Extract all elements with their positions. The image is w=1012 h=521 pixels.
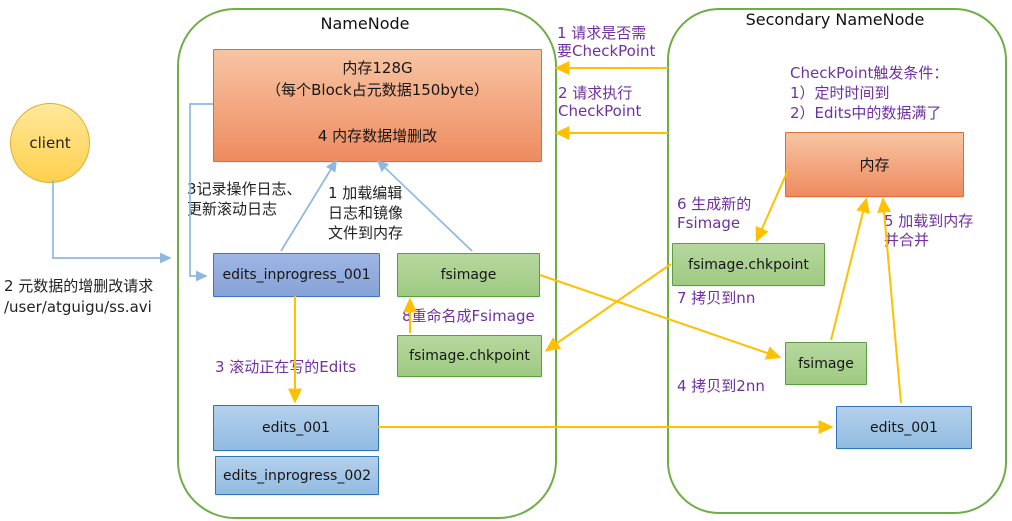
- client-request-line2: /user/atguigu/ss.avi: [4, 298, 152, 316]
- nn-fsimage-box: fsimage: [397, 253, 540, 297]
- nn-edits-inprogress-001-box: edits_inprogress_001: [213, 253, 380, 297]
- snn-fsimage-box: fsimage: [785, 342, 867, 385]
- nn-edits-001-box: edits_001: [213, 405, 379, 451]
- namenode-memory-line1: 内存128G: [342, 59, 413, 77]
- note-generate-fsimage: 6 生成新的 Fsimage: [677, 195, 751, 233]
- label-request-checkpoint-line1: 1 请求是否需: [557, 24, 647, 42]
- note-load-to-memory: 1 加载编辑 日志和镜像 文件到内存: [328, 183, 403, 243]
- namenode-title: NameNode: [320, 14, 410, 33]
- namenode-memory-box: 内存128G （每个Block占元数据150byte） 4 内存数据增删改: [213, 49, 542, 162]
- client-node: client: [10, 103, 90, 183]
- snn-fsimage-chkpoint-box: fsimage.chkpoint: [672, 243, 825, 286]
- note-generate-line1: 6 生成新的: [677, 195, 752, 213]
- note-rename-fsimage: 8重命名成Fsimage: [402, 307, 535, 325]
- note-roll-edits: 3 滚动正在写的Edits: [215, 358, 357, 376]
- label-request-checkpoint-line2: 要CheckPoint: [557, 42, 656, 60]
- snn-memory-box: 内存: [785, 132, 964, 197]
- label-execute-checkpoint-line2: CheckPoint: [558, 102, 642, 120]
- secondary-namenode-title: Secondary NameNode: [745, 10, 925, 29]
- namenode-memory-line2: （每个Block占元数据150byte）: [266, 81, 489, 99]
- label-request-checkpoint: 1 请求是否需 要CheckPoint: [557, 24, 655, 60]
- note-load-merge-line1: 5 加载到内存: [884, 212, 974, 230]
- note-copy-to-2nn: 4 拷贝到2nn: [677, 377, 765, 395]
- namenode-memory-line3: 4 内存数据增删改: [317, 127, 438, 145]
- client-request-text: 2 元数据的增删改请求 /user/atguigu/ss.avi: [4, 276, 153, 318]
- note-load-line3: 文件到内存: [328, 224, 404, 242]
- note-record-log-line1: 3记录操作日志、: [187, 180, 302, 198]
- note-load-merge-line2: 并合并: [884, 231, 930, 249]
- label-execute-checkpoint-line1: 2 请求执行: [558, 84, 633, 102]
- nn-fsimage-chkpoint-box: fsimage.chkpoint: [397, 335, 542, 377]
- snn-edits-001-box: edits_001: [836, 406, 972, 449]
- trigger-line3: 2）Edits中的数据满了: [790, 104, 942, 122]
- client-request-line1: 2 元数据的增删改请求: [4, 277, 154, 295]
- note-generate-line2: Fsimage: [677, 214, 741, 232]
- note-load-merge: 5 加载到内存 并合并: [884, 212, 973, 250]
- trigger-line2: 1）定时时间到: [790, 84, 890, 102]
- trigger-line1: CheckPoint触发条件：: [790, 64, 949, 82]
- secondary-namenode-container: [667, 8, 1007, 514]
- note-record-log: 3记录操作日志、 更新滚动日志: [187, 179, 302, 219]
- nn-edits-inprogress-002-box: edits_inprogress_002: [215, 456, 379, 495]
- note-checkpoint-trigger: CheckPoint触发条件： 1）定时时间到 2）Edits中的数据满了: [790, 63, 948, 123]
- note-load-line1: 1 加载编辑: [328, 184, 403, 202]
- note-copy-to-nn: 7 拷贝到nn: [677, 289, 756, 307]
- note-record-log-line2: 更新滚动日志: [187, 200, 278, 218]
- note-load-line2: 日志和镜像: [328, 204, 404, 222]
- label-execute-checkpoint: 2 请求执行 CheckPoint: [558, 84, 641, 120]
